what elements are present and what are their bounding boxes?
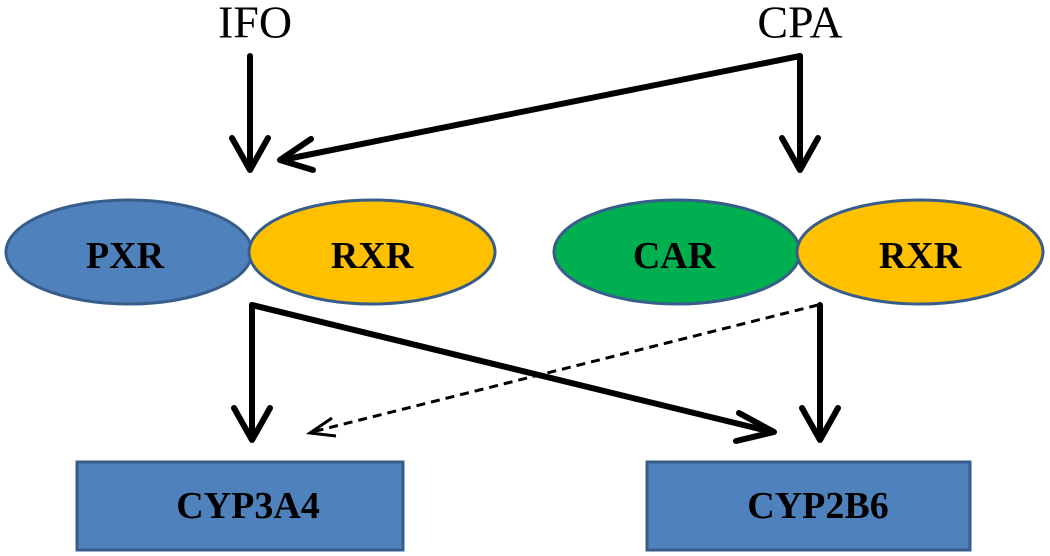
arrow-car-to-cyp3a4-dashed	[305, 303, 819, 438]
rxr-left-label: RXR	[331, 235, 414, 277]
cyp3a4-box	[75, 460, 405, 552]
rxr-right-label: RXR	[879, 235, 962, 277]
gene-box-cyp2b6: CYP2B6	[645, 460, 972, 552]
arrow-car-to-cyp2b6	[799, 302, 841, 443]
gene-box-cyp3a4: CYP3A4	[75, 460, 405, 552]
pxr-rxr-heterodimer: PXR RXR	[4, 198, 497, 306]
arrow-cpa-to-car	[779, 53, 821, 173]
rxr-right-node	[795, 198, 1045, 306]
cyp2b6-box	[645, 460, 972, 552]
arrow-cpa-to-pxr	[277, 53, 803, 173]
drug-label-cpa: CPA	[757, 0, 842, 48]
arrow-pxr-to-cyp2b6	[249, 302, 777, 444]
drug-label-ifo: IFO	[218, 0, 292, 48]
car-label: CAR	[633, 235, 716, 277]
car-rxr-heterodimer: CAR RXR	[552, 198, 1045, 306]
rxr-left-node	[247, 198, 497, 306]
cyp2b6-label: CYP2B6	[747, 485, 888, 527]
arrow-pxr-to-cyp3a4	[231, 302, 273, 443]
arrow-ifo-to-pxr	[229, 53, 271, 173]
pxr-label: PXR	[86, 235, 165, 277]
cyp3a4-label: CYP3A4	[176, 485, 320, 527]
